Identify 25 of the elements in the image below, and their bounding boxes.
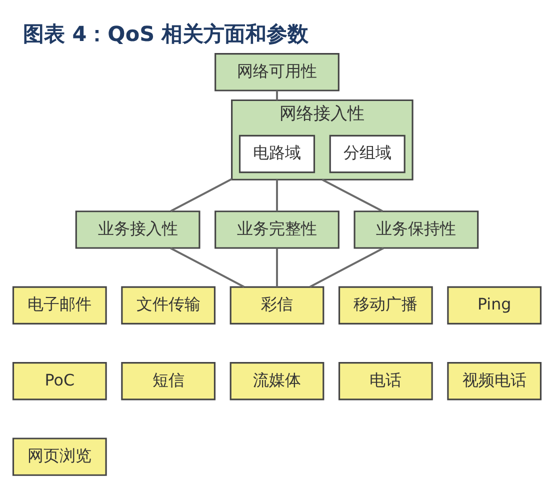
connector (170, 246, 245, 288)
node-box: 短信 (121, 361, 216, 400)
node-box: 业务保持性 (354, 210, 479, 248)
diagram-title: 图表 4：QoS 相关方面和参数 (23, 22, 309, 46)
node-box: PoC (12, 361, 107, 400)
node-box: 网络可用性 (214, 52, 340, 91)
node-box: 彩信 (230, 286, 324, 324)
connector (309, 246, 384, 288)
node-box: 流媒体 (230, 361, 324, 400)
connector (322, 178, 384, 212)
node-box: 电子邮件 (12, 286, 107, 324)
node-box: 业务接入性 (75, 210, 200, 248)
connector (276, 179, 278, 211)
node-box: Ping (447, 286, 542, 324)
node-box: 业务完整性 (214, 210, 340, 248)
connector (276, 90, 278, 100)
node-box: 视频电话 (447, 361, 542, 400)
node-box: 电路域 (238, 134, 316, 173)
connector (170, 178, 232, 212)
node-box: 网页浏览 (12, 437, 107, 476)
node-box: 电话 (338, 361, 433, 400)
node-box: 文件传输 (121, 286, 216, 324)
node-box: 移动广播 (338, 286, 433, 324)
connector (276, 248, 278, 286)
node-box: 分组域 (329, 134, 406, 173)
